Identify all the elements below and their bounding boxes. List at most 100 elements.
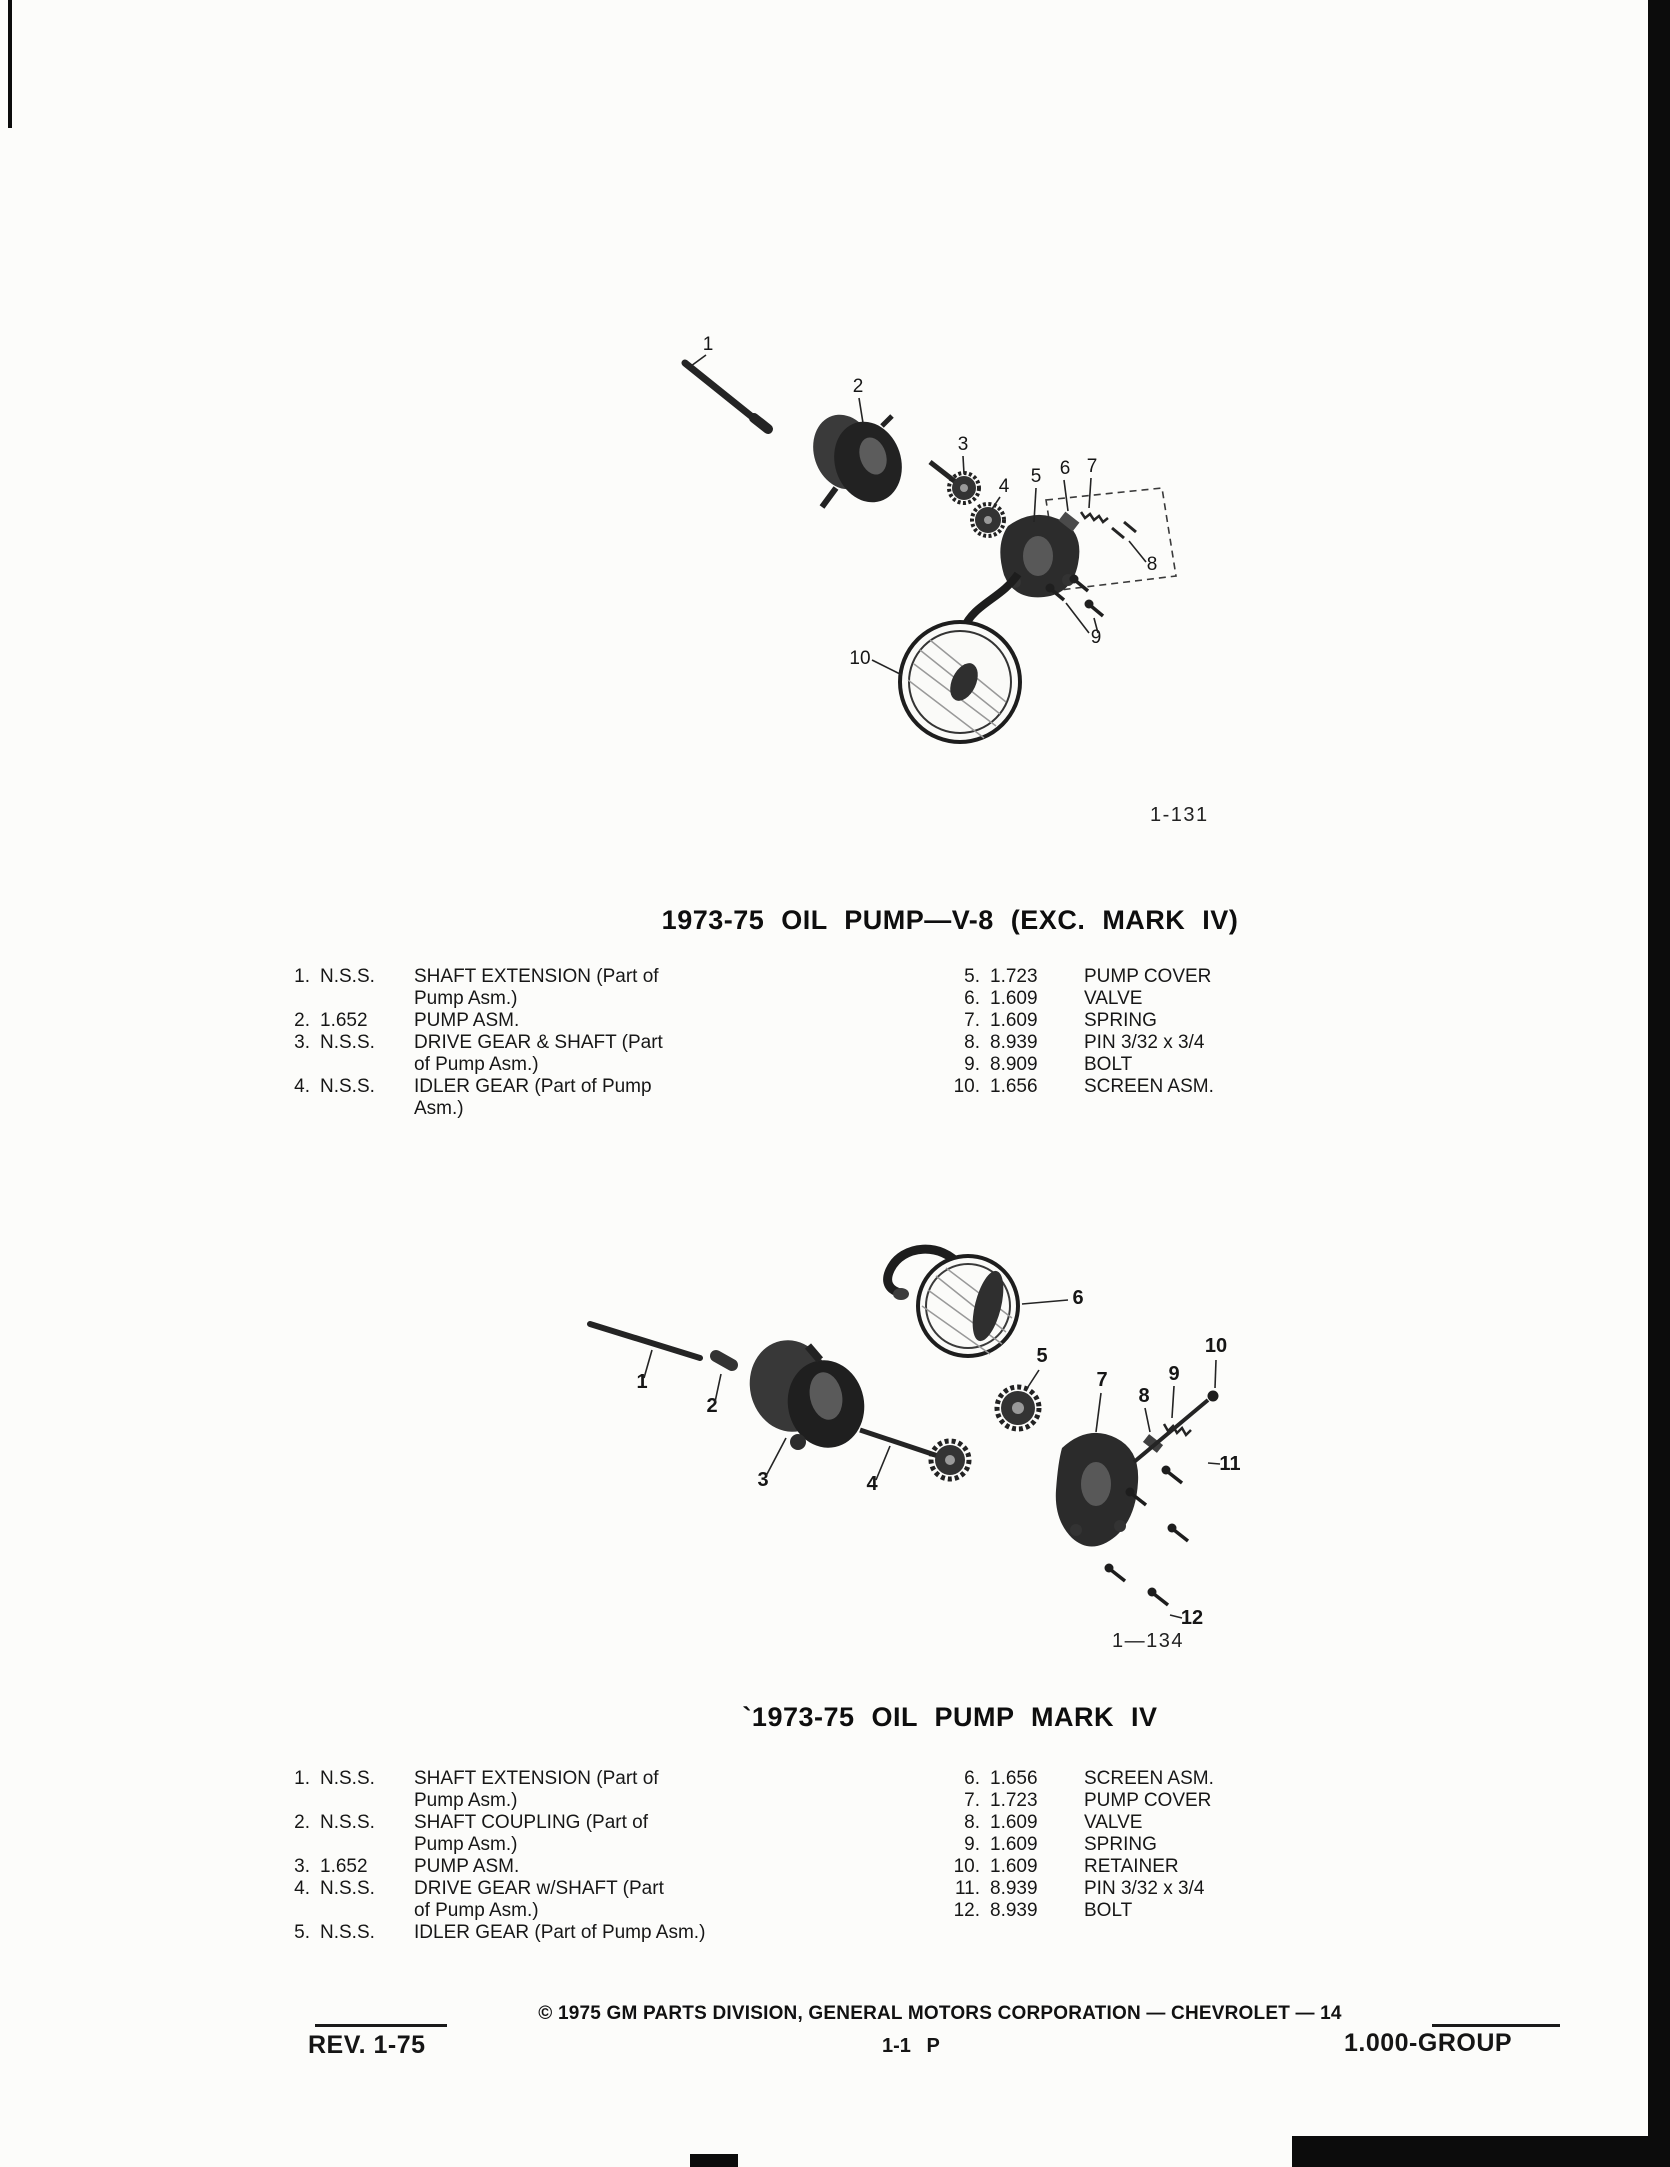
callout-8: 8 <box>1147 554 1158 575</box>
callout-5: 5 <box>1036 1345 1047 1367</box>
part-row: 5. N.S.S. IDLER GEAR (Part of Pump Asm.) <box>260 1922 705 1944</box>
drive-gear-shaft-drawing <box>928 460 981 505</box>
part-group-code: 1.652 <box>320 1856 368 1877</box>
leader-line-6 <box>1021 1299 1069 1305</box>
leader-line-7 <box>1095 1392 1102 1433</box>
leader-line-6 <box>1063 479 1069 512</box>
part-description-line: SHAFT COUPLING (Part of <box>414 1812 649 1833</box>
leader-line-9a <box>1065 602 1090 634</box>
part-number: 8. <box>964 1812 980 1833</box>
part-description: PUMP ASM. <box>414 1856 519 1878</box>
part-number: 4. <box>294 1878 310 1899</box>
callout-6: 6 <box>1060 458 1071 479</box>
scan-edge-bottom-bar <box>1292 2136 1670 2167</box>
part-description-line: PUMP COVER <box>1084 966 1212 987</box>
part-group-code: 8.939 <box>990 1878 1038 1899</box>
part-description-line: PUMP ASM. <box>414 1010 520 1031</box>
leader-line-4 <box>991 496 1001 510</box>
part-group-code: 1.609 <box>990 1010 1038 1031</box>
pump-cover-drawing <box>1055 1432 1139 1547</box>
drive-gear-shaft-drawing <box>859 1427 972 1482</box>
figure-number-label: 1-131 <box>1150 804 1209 826</box>
callout-6: 6 <box>1072 1287 1083 1309</box>
part-description-line: Pump Asm.) <box>414 1834 518 1855</box>
part-description: SPRING <box>1084 1010 1157 1032</box>
leader-line-10 <box>871 659 903 676</box>
part-description-line: VALVE <box>1084 1812 1143 1833</box>
part-group-code: N.S.S. <box>320 1032 375 1053</box>
part-row: 4. N.S.S. DRIVE GEAR w/SHAFT (Part of Pu… <box>260 1878 705 1922</box>
part-description-line: SHAFT EXTENSION (Part of <box>414 1768 659 1789</box>
part-group-code: 1.609 <box>990 988 1038 1009</box>
callout-12: 12 <box>1181 1607 1203 1629</box>
part-number: 7. <box>964 1790 980 1811</box>
part-number: 12. <box>953 1900 980 1921</box>
part-description-line: SCREEN ASM. <box>1084 1768 1214 1789</box>
parts-list-1-right: 5. 1.723 PUMP COVER 6. 1.609 VALVE 7. 1.… <box>930 966 1214 1098</box>
callout-9: 9 <box>1168 1363 1179 1385</box>
callout-7: 7 <box>1087 456 1098 477</box>
part-number: 8. <box>964 1032 980 1053</box>
part-group-code: N.S.S. <box>320 1922 375 1943</box>
scan-mark-top-left <box>8 0 12 128</box>
part-row: 1. N.S.S. SHAFT EXTENSION (Part of Pump … <box>260 966 663 1010</box>
part-number: 1. <box>294 966 310 987</box>
part-group-code: 1.609 <box>990 1834 1038 1855</box>
copyright-line: © 1975 GM PARTS DIVISION, GENERAL MOTORS… <box>538 2003 1342 2024</box>
part-number: 9. <box>964 1054 980 1075</box>
figure-oil-pump-mark-iv-exploded-diagram: 6 1 2 3 4 <box>587 1244 1240 1629</box>
parts-list-2-right: 6. 1.656 SCREEN ASM. 7. 1.723 PUMP COVER… <box>930 1768 1214 1922</box>
screen-assembly-drawing <box>883 1244 1020 1358</box>
part-description: SHAFT EXTENSION (Part of Pump Asm.) <box>414 1768 659 1812</box>
leader-line-3 <box>765 1437 787 1477</box>
part-description: SHAFT EXTENSION (Part of Pump Asm.) <box>414 966 659 1010</box>
part-description-line: of Pump Asm.) <box>414 1900 539 1921</box>
part-description: RETAINER <box>1084 1856 1179 1878</box>
part-group-code: 8.939 <box>990 1900 1038 1921</box>
part-group-code: N.S.S. <box>320 1878 375 1899</box>
part-group-code: N.S.S. <box>320 966 375 987</box>
leader-line-10 <box>1214 1359 1217 1389</box>
figure-oil-pump-v8-exploded-diagram: 1 2 3 4 <box>681 334 1177 744</box>
leader-line-4 <box>875 1445 891 1481</box>
leader-line-11 <box>1207 1462 1221 1465</box>
part-description-line: Asm.) <box>414 1098 464 1119</box>
part-description-line: DRIVE GEAR w/SHAFT (Part <box>414 1878 664 1899</box>
leader-line-7 <box>1088 477 1092 509</box>
part-row: 11. 8.939 PIN 3/32 x 3/4 <box>930 1878 1214 1900</box>
part-description-line: Pump Asm.) <box>414 1790 518 1811</box>
part-description: VALVE <box>1084 1812 1142 1834</box>
callout-2: 2 <box>706 1395 717 1417</box>
leader-line-9b <box>1093 617 1099 634</box>
part-group-code: N.S.S. <box>320 1768 375 1789</box>
part-number: 5. <box>294 1922 310 1943</box>
callout-3: 3 <box>958 434 969 455</box>
part-description: SCREEN ASM. <box>1084 1076 1214 1098</box>
section1-title: 1973-75 OIL PUMP—V-8 (EXC. MARK IV) <box>661 905 1239 935</box>
callout-10: 10 <box>1205 1335 1227 1357</box>
scan-mark-bottom <box>690 2154 738 2167</box>
callout-5: 5 <box>1031 466 1042 487</box>
footer-rule-left <box>315 2024 447 2027</box>
part-row: 6. 1.609 VALVE <box>930 988 1214 1010</box>
idler-gear-drawing <box>994 1384 1042 1432</box>
part-description: SHAFT COUPLING (Part of Pump Asm.) <box>414 1812 648 1856</box>
leader-line-1 <box>643 1349 653 1379</box>
part-description: PIN 3/32 x 3/4 <box>1084 1878 1204 1900</box>
part-number: 3. <box>294 1032 310 1053</box>
bolt-drawing <box>1045 574 1105 618</box>
part-description: IDLER GEAR (Part of Pump Asm.) <box>414 1922 705 1944</box>
part-description: DRIVE GEAR w/SHAFT (Part of Pump Asm.) <box>414 1878 664 1922</box>
part-description-line: IDLER GEAR (Part of Pump Asm.) <box>414 1922 706 1943</box>
part-description: PUMP COVER <box>1084 966 1211 988</box>
callout-4: 4 <box>999 476 1010 497</box>
part-row: 6. 1.656 SCREEN ASM. <box>930 1768 1214 1790</box>
leader-line-2 <box>858 397 864 424</box>
part-number: 5. <box>964 966 980 987</box>
part-row: 9. 8.909 BOLT <box>930 1054 1214 1076</box>
section2-title: `1973-75 OIL PUMP MARK IV <box>742 1702 1158 1732</box>
pump-assembly-drawing <box>749 1340 865 1450</box>
part-description-line: RETAINER <box>1084 1856 1179 1877</box>
callout-1: 1 <box>703 334 714 355</box>
part-description-line: SCREEN ASM. <box>1084 1076 1214 1097</box>
